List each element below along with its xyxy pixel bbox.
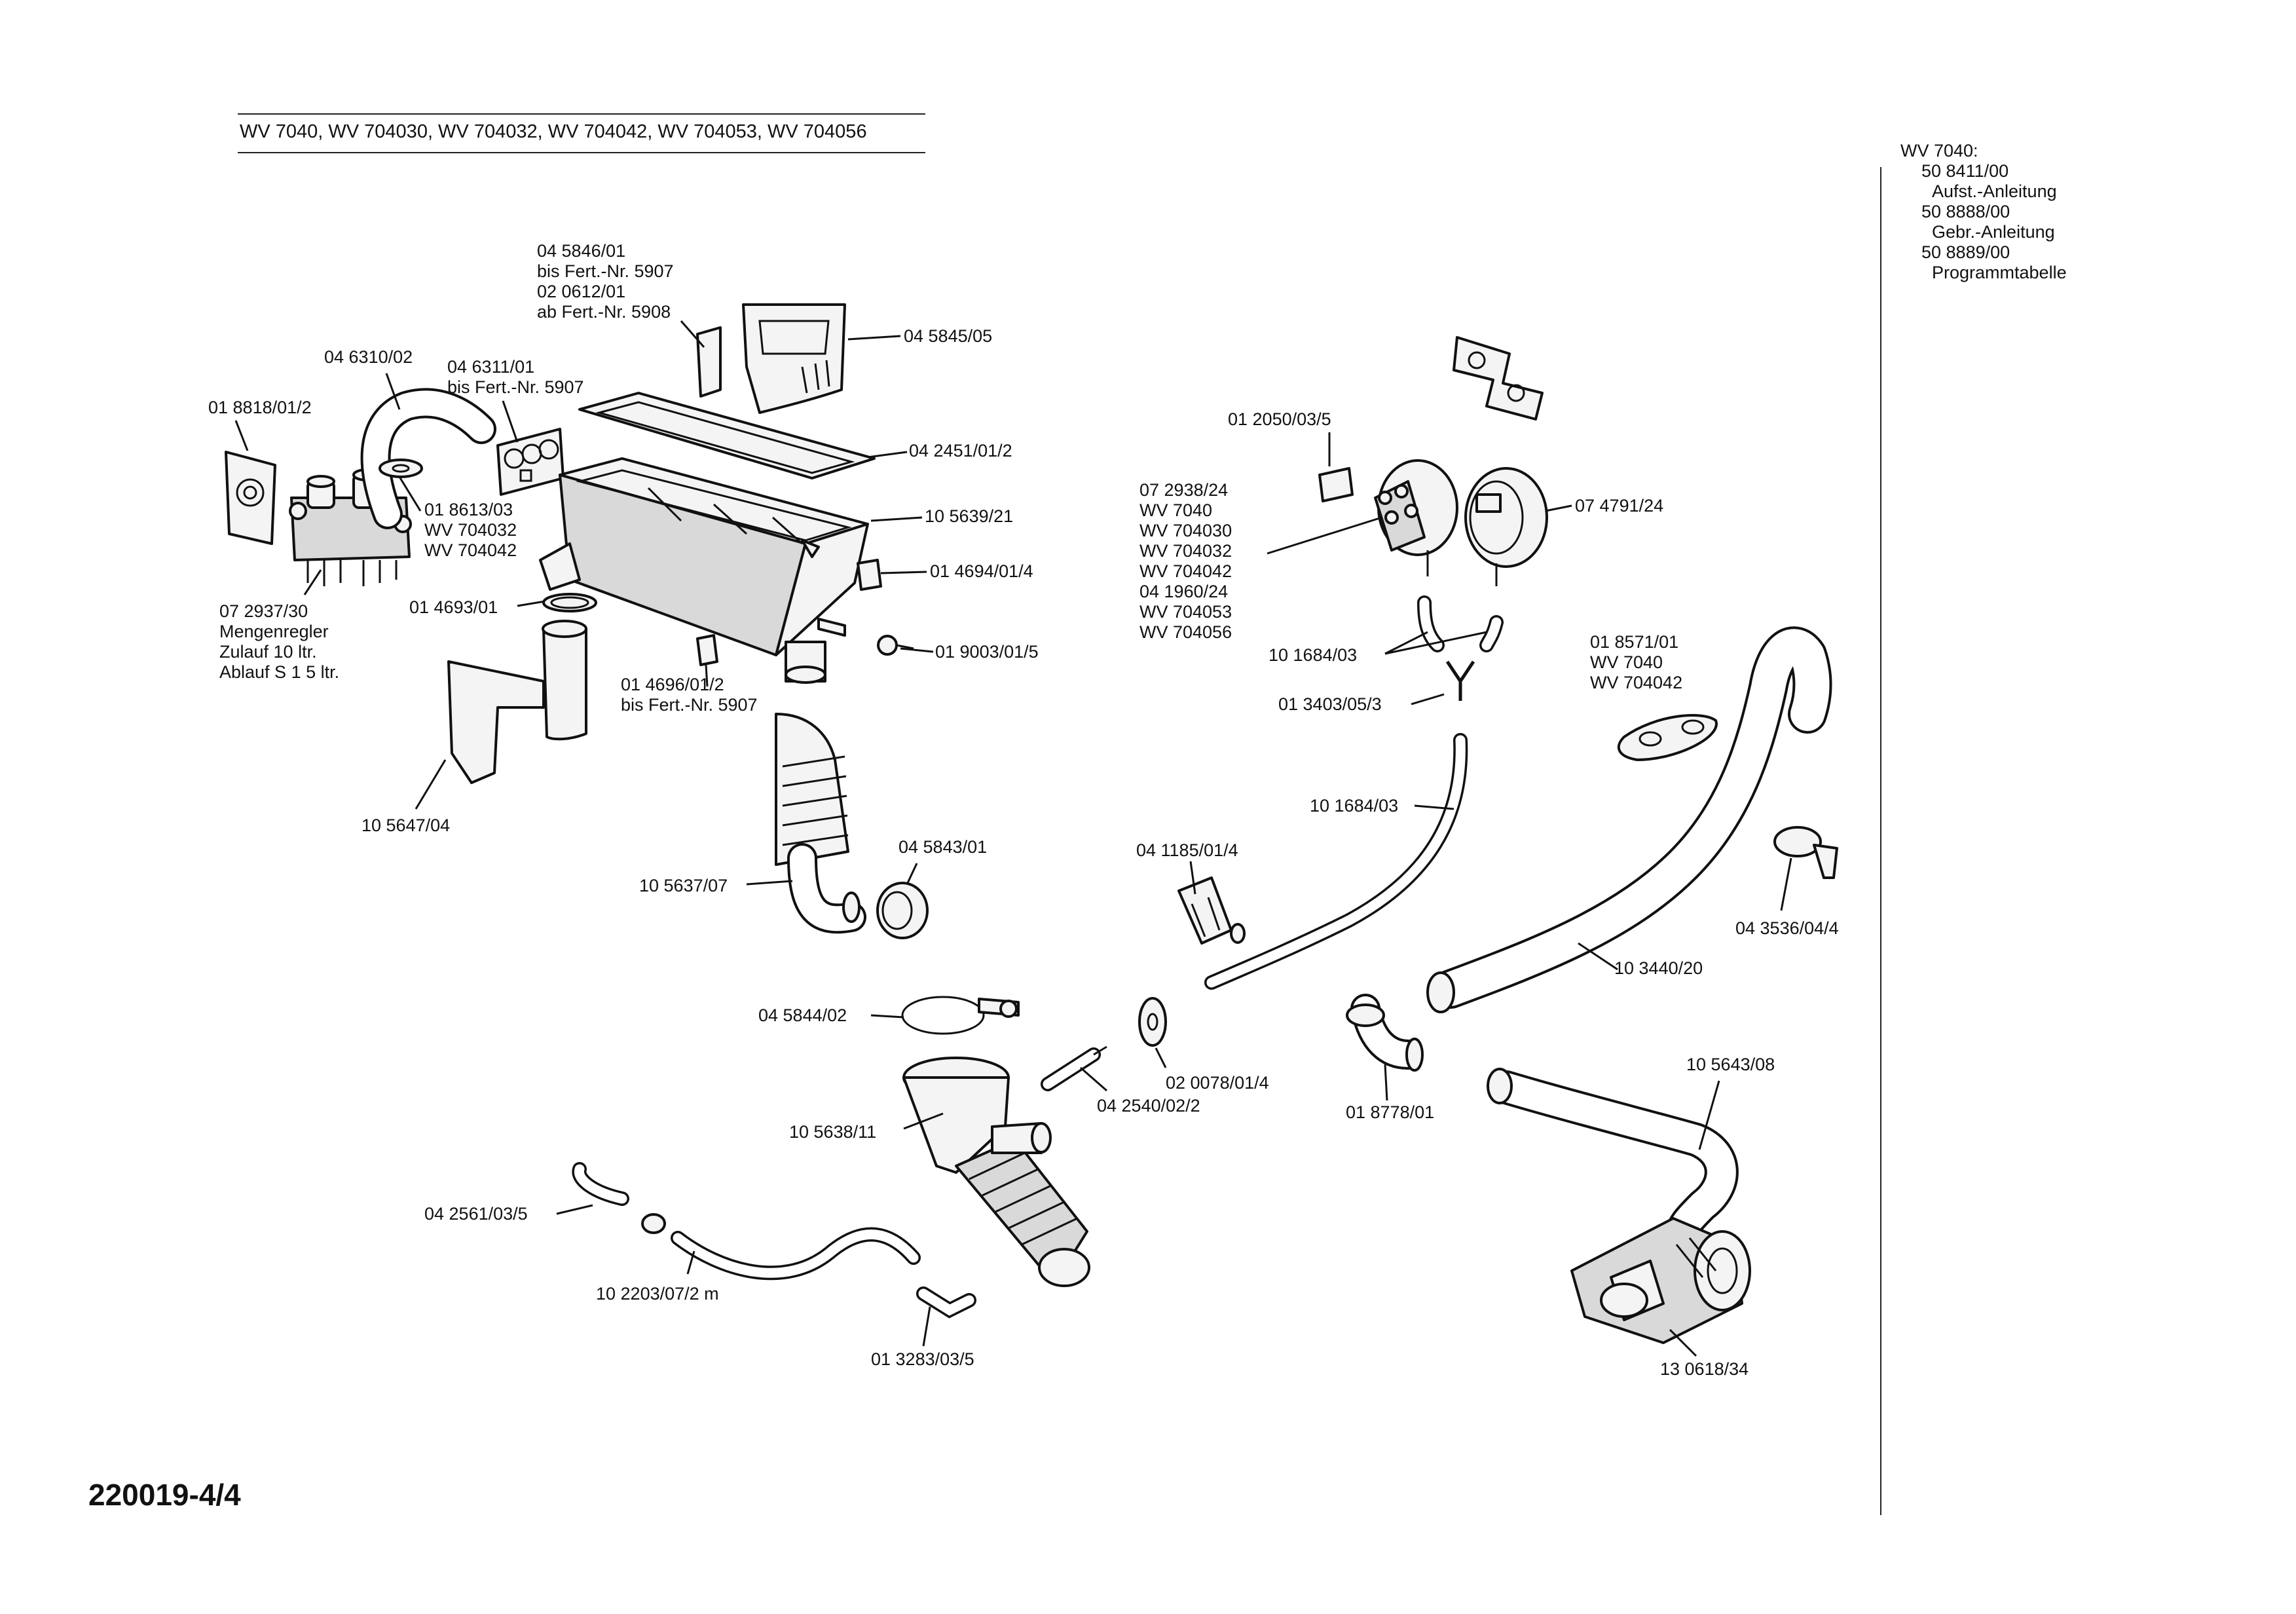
part-label-04-1185: 04 1185/01/4 [1136, 840, 1238, 860]
doc-description: Programmtabelle [1932, 263, 2067, 282]
washer-part [1138, 997, 1167, 1047]
leader-lines [234, 320, 1792, 1357]
drawing-number: 220019-4/4 [88, 1478, 241, 1512]
detergent-dispenser-part [559, 457, 869, 684]
side-divider [1880, 167, 1881, 1515]
header-rule-bottom [238, 152, 925, 153]
part-label-04-3536: 04 3536/04/4 [1735, 918, 1839, 938]
document-list-heading: WV 7040: [1900, 141, 1978, 160]
overflow-pipe-part [447, 620, 587, 784]
hose-clip-part [1177, 876, 1246, 945]
model-list-title: WV 7040, WV 704030, WV 704032, WV 704042… [240, 121, 867, 142]
washer-part [379, 459, 423, 478]
part-label-01-9003: 01 9003/01/5 [935, 642, 1039, 662]
part-label-13-0618: 13 0618/34 [1660, 1359, 1749, 1379]
main-hose-part [1426, 626, 1832, 1013]
part-label-01-8778: 01 8778/01 [1346, 1102, 1435, 1122]
drain-hose-part [1487, 1068, 1739, 1255]
vent-hose-part [572, 1162, 976, 1319]
part-label-04-2540: 04 2540/02/2 [1097, 1096, 1200, 1116]
pressure-switch-part [1374, 459, 1458, 576]
mounting-plate-part [225, 451, 276, 545]
dispenser-outlet-part [539, 542, 581, 591]
part-label-10-5637: 10 5637/07 [639, 876, 728, 895]
part-label-01-8818: 01 8818/01/2 [208, 398, 312, 417]
part-label-01-3283: 01 3283/03/5 [871, 1349, 974, 1369]
part-label-02-0078: 02 0078/01/4 [1166, 1073, 1269, 1093]
part-label-04-5845: 04 5845/05 [904, 326, 993, 346]
part-label-10-5647: 10 5647/04 [361, 816, 451, 835]
part-label-04-2451: 04 2451/01/2 [909, 441, 1012, 460]
part-label-01-2050: 01 2050/03/5 [1228, 409, 1331, 429]
part-label-04-5844: 04 5844/02 [758, 1005, 847, 1025]
part-label-10-2203: 10 2203/07/2 m [596, 1284, 719, 1304]
part-label-07-2938: 07 2938/24 WV 7040 WV 704030 WV 704032 W… [1139, 480, 1232, 642]
part-label-01-3403: 01 3403/05/3 [1278, 694, 1382, 714]
screw-part [877, 635, 914, 656]
part-label-10-5638: 10 5638/11 [789, 1122, 877, 1142]
part-label-01-8571: 01 8571/01 WV 7040 WV 704042 [1590, 632, 1683, 692]
part-label-01-4694: 01 4694/01/4 [930, 561, 1033, 581]
part-label-04-6311: 04 6311/01 bis Fert.-Nr. 5907 [447, 357, 584, 397]
clip-part [696, 634, 718, 666]
pressure-hose-part [1204, 733, 1468, 990]
dispenser-frame-part [578, 392, 876, 479]
part-label-10-1684: 10 1684/03 [1310, 796, 1399, 816]
mounting-bracket-part [1453, 336, 1544, 421]
clip-part [857, 559, 882, 591]
document-list: WV 7040: 50 8411/00 Aufst.-Anleitung 50 … [1900, 141, 2067, 283]
doc-number: 50 8889/00 [1921, 242, 2010, 262]
header-rule-top [238, 113, 925, 115]
float-part [696, 326, 722, 398]
gasket-part [1617, 714, 1718, 761]
part-label-07-4791: 07 4791/24 [1575, 496, 1664, 516]
pressure-switch-part [1464, 467, 1548, 586]
part-label-10-3440: 10 3440/20 [1614, 958, 1703, 978]
part-label-04-6310: 04 6310/02 [324, 347, 413, 367]
dispenser-cover-part [742, 303, 846, 414]
part-label-04-5843: 04 5843/01 [898, 837, 988, 857]
bracket-part [1318, 467, 1354, 502]
y-connector-part [1417, 595, 1504, 701]
part-label-10-5639: 10 5639/21 [925, 506, 1014, 526]
doc-description: Gebr.-Anleitung [1932, 222, 2055, 242]
elbow-connector-part [1346, 994, 1424, 1072]
doc-number: 50 8411/00 [1921, 161, 2009, 181]
inlet-hose-part [360, 388, 496, 529]
part-label-01-8613: 01 8613/03 WV 704032 WV 704042 [424, 500, 517, 560]
doc-description: Aufst.-Anleitung [1932, 181, 2057, 201]
spring-clamp-part [1773, 826, 1838, 879]
seal-plate-part [496, 428, 565, 496]
grommet-part [876, 882, 929, 939]
part-label-07-2937: 07 2937/30 Mengenregler Zulauf 10 ltr. A… [219, 601, 340, 682]
part-label-10-5643: 10 5643/08 [1686, 1055, 1775, 1074]
bellows-hose-part [775, 713, 866, 934]
part-label-10-1684: 10 1684/03 [1268, 645, 1358, 665]
nozzle-part [1041, 1045, 1107, 1091]
part-label-04-2561: 04 2561/03/5 [424, 1204, 528, 1224]
part-label-04-5846: 04 5846/01 bis Fert.-Nr. 5907 02 0612/01… [537, 241, 674, 322]
hose-clamp-part [901, 996, 1020, 1035]
sump-hose-part [902, 1057, 1090, 1287]
doc-number: 50 8888/00 [1921, 202, 2010, 221]
part-label-01-4696: 01 4696/01/2 bis Fert.-Nr. 5907 [621, 675, 758, 715]
drain-pump-part [1570, 1217, 1751, 1344]
part-label-01-4693: 01 4693/01 [409, 597, 498, 617]
